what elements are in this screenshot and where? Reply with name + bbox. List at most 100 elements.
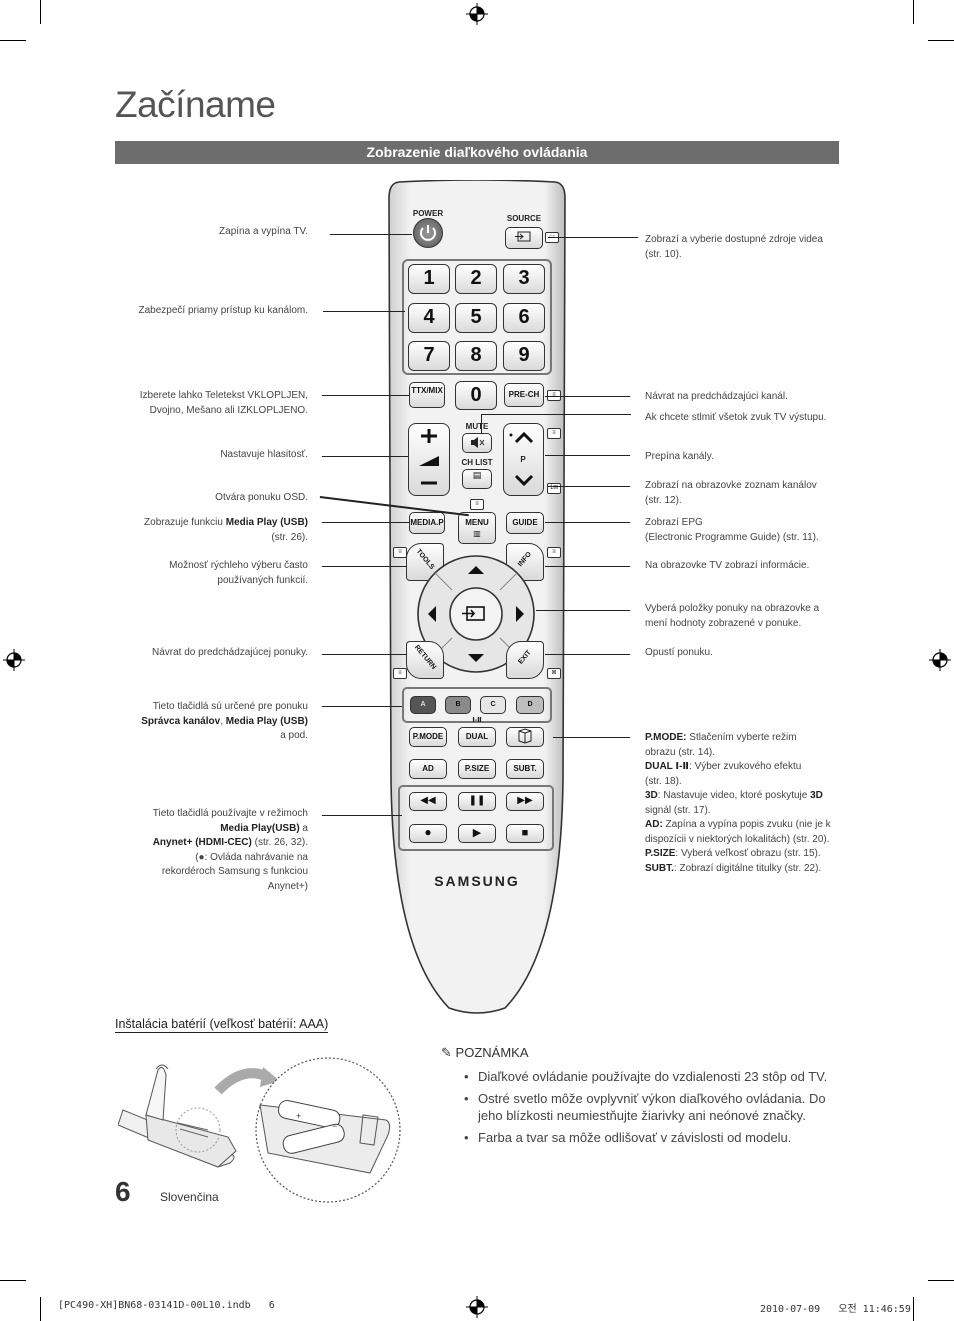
ttx-mix-label: TTX/MIX bbox=[411, 386, 443, 395]
crop-mark bbox=[40, 0, 41, 24]
digit-5-button[interactable]: 5 bbox=[455, 303, 497, 333]
color-button-a[interactable]: A bbox=[410, 696, 436, 714]
digit-4-button[interactable]: 4 bbox=[408, 303, 450, 333]
page-title: Začíname bbox=[115, 84, 276, 125]
play-button[interactable]: ▶ bbox=[458, 824, 496, 843]
dual-button[interactable]: DUAL bbox=[458, 727, 496, 747]
menu-description: Otvára ponuku OSD. bbox=[215, 492, 308, 503]
subt-button[interactable]: SUBT. bbox=[506, 759, 544, 779]
crop-mark bbox=[928, 40, 954, 41]
fast-forward-button[interactable]: ▶▶ bbox=[506, 792, 544, 811]
return-label: RETURN bbox=[412, 644, 438, 671]
leader-line bbox=[545, 396, 630, 398]
p-size-button[interactable]: P.SIZE bbox=[458, 759, 496, 779]
source-label: SOURCE bbox=[506, 214, 542, 223]
leader-line bbox=[548, 237, 638, 239]
leader-line bbox=[322, 815, 402, 817]
crop-mark bbox=[913, 1297, 914, 1321]
leader-line bbox=[545, 522, 630, 524]
power-label: POWER bbox=[412, 209, 444, 218]
pre-ch-mini-icon: ≡ bbox=[547, 390, 561, 401]
note-item: Farba a tvar sa môže odlišovať v závislo… bbox=[462, 1129, 842, 1147]
3d-button[interactable] bbox=[506, 727, 544, 747]
crop-mark bbox=[0, 1280, 26, 1281]
color-button-b[interactable]: B bbox=[445, 696, 471, 714]
fast-forward-icon: ▶▶ bbox=[517, 795, 533, 806]
media-p-description: Zobrazuje funkciu Media Play (USB)(str. … bbox=[144, 517, 308, 543]
record-icon: ● bbox=[424, 825, 432, 839]
digit-9-button[interactable]: 9 bbox=[503, 341, 545, 371]
page-number: 6 bbox=[115, 1176, 131, 1207]
leader-line bbox=[322, 395, 409, 397]
exit-label: EXIT bbox=[517, 649, 533, 666]
source-button[interactable] bbox=[505, 227, 543, 249]
leader-line bbox=[553, 737, 630, 739]
rewind-button[interactable]: ◀◀ bbox=[409, 792, 447, 811]
volume-icon bbox=[419, 429, 439, 485]
ch-list-icon: ▤ bbox=[472, 470, 482, 480]
digit-6-button[interactable]: 6 bbox=[503, 303, 545, 333]
pause-icon: ❚❚ bbox=[468, 795, 486, 806]
digit-3-button[interactable]: 3 bbox=[503, 264, 545, 294]
color-button-c[interactable]: C bbox=[480, 696, 506, 714]
registration-mark-icon bbox=[3, 649, 25, 671]
battery-installation-illustration: + − bbox=[118, 1057, 401, 1203]
note-item: Diaľkové ovládanie používajte do vzdiale… bbox=[462, 1068, 842, 1086]
channel-p-label: P bbox=[520, 455, 526, 464]
ch-list-button[interactable]: ▤ bbox=[462, 469, 492, 489]
digit-7-button[interactable]: 7 bbox=[408, 341, 450, 371]
digit-1-button[interactable]: 1 bbox=[408, 264, 450, 294]
digit-8-button[interactable]: 8 bbox=[455, 341, 497, 371]
note-list: Diaľkové ovládanie používajte do vzdiale… bbox=[462, 1068, 842, 1150]
digit-2-button[interactable]: 2 bbox=[455, 264, 497, 294]
record-button[interactable]: ● bbox=[409, 824, 447, 843]
channel-rocker[interactable] bbox=[503, 423, 544, 496]
exit-button[interactable]: EXIT bbox=[506, 641, 544, 679]
svg-text:−: − bbox=[332, 1121, 337, 1131]
menu-label: MENU bbox=[465, 518, 489, 527]
ttx-mix-button[interactable]: TTX/MIX bbox=[409, 382, 445, 408]
ad-button[interactable]: AD bbox=[409, 759, 447, 779]
menu-button[interactable]: MENU ▥ bbox=[458, 512, 496, 544]
p-mode-button[interactable]: P.MODE bbox=[409, 727, 447, 747]
digit-0-button[interactable]: 0 bbox=[455, 381, 497, 410]
power-button[interactable] bbox=[413, 218, 443, 248]
leader-line bbox=[322, 654, 406, 656]
stop-button[interactable]: ■ bbox=[506, 824, 544, 843]
leader-line bbox=[536, 610, 630, 612]
leader-line bbox=[545, 654, 630, 656]
exit-description: Opustí ponuku. bbox=[645, 647, 713, 658]
mute-description: Ak chcete stlmiť všetok zvuk TV výstupu. bbox=[645, 412, 827, 423]
stop-icon: ■ bbox=[521, 827, 529, 839]
crop-mark bbox=[0, 40, 26, 41]
media-p-button[interactable]: MEDIA.P bbox=[409, 512, 445, 534]
registration-mark-icon bbox=[929, 649, 951, 671]
menu-mini-icon: ≡ bbox=[470, 499, 484, 510]
menu-icon: ▥ bbox=[473, 529, 481, 538]
pre-ch-button[interactable]: PRE-CH bbox=[504, 383, 544, 407]
3d-icon bbox=[518, 728, 532, 744]
return-mini-icon: ≡ bbox=[393, 668, 407, 679]
registration-mark-icon bbox=[466, 3, 488, 25]
leader-line bbox=[481, 414, 483, 434]
note-title: POZNÁMKA bbox=[455, 1045, 529, 1060]
guide-button[interactable]: GUIDE bbox=[506, 512, 544, 534]
volume-rocker[interactable] bbox=[408, 423, 450, 496]
navigation-pad[interactable] bbox=[416, 554, 536, 674]
return-button[interactable]: RETURN bbox=[406, 641, 444, 679]
crop-mark bbox=[928, 1280, 954, 1281]
source-description: Zobrazí a vyberie dostupné zdroje videa(… bbox=[645, 234, 823, 260]
pause-button[interactable]: ❚❚ bbox=[458, 792, 496, 811]
channel-arrows-icon bbox=[509, 431, 533, 487]
color-button-d[interactable]: D bbox=[516, 696, 544, 714]
mute-icon bbox=[470, 437, 484, 448]
leader-line bbox=[548, 486, 630, 488]
ch-list-description: Zobrazí na obrazovke zoznam kanálov(str.… bbox=[645, 480, 817, 506]
leader-line bbox=[545, 566, 630, 568]
mute-label: MUTE bbox=[465, 422, 489, 431]
power-icon bbox=[420, 225, 436, 241]
leader-line bbox=[322, 566, 406, 568]
mute-button[interactable] bbox=[462, 433, 492, 453]
leader-line bbox=[322, 706, 402, 708]
